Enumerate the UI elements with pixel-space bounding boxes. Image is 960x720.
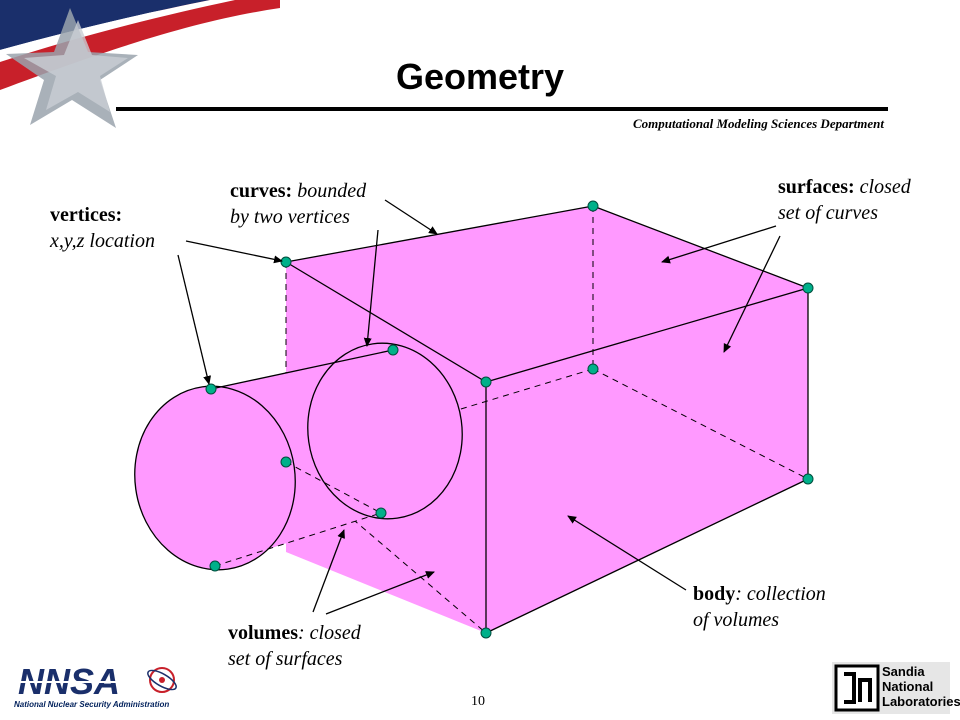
label-volumes-desc2: set of surfaces [228, 648, 343, 670]
department-name: Computational Modeling Sciences Departme… [633, 116, 884, 131]
title-divider [116, 107, 888, 111]
leader-arrows [177, 199, 781, 615]
label-body-term: body [693, 583, 736, 605]
vertex-dot [209, 560, 221, 572]
sandia-line-2: National [882, 679, 934, 694]
vertex-dot [205, 383, 217, 395]
label-curves: curves: bounded by two vertices [230, 178, 366, 230]
label-volumes-desc1: : closed [298, 622, 361, 644]
vertex-dot [587, 363, 599, 375]
vertex-dot [802, 282, 814, 294]
vertex-dot [480, 627, 492, 639]
label-curves-desc1: bounded [292, 180, 367, 202]
label-body: body: collection of volumes [693, 581, 826, 633]
sandia-line-1: Sandia [882, 664, 925, 679]
visible-edges [285, 205, 809, 634]
label-vertices: vertices: x,y,z location [50, 202, 155, 254]
label-surfaces-term: surfaces: [778, 176, 855, 198]
label-vertices-desc2: x,y,z location [50, 230, 155, 252]
vertex-points [205, 200, 814, 639]
label-curves-term: curves: [230, 180, 293, 202]
box-body [286, 206, 808, 633]
nnsa-caption: National Nuclear Security Administration [14, 700, 170, 709]
label-volumes-term: volumes [228, 622, 298, 644]
label-curves-desc2: by two vertices [230, 206, 350, 228]
label-surfaces: surfaces: closed set of curves [778, 174, 911, 226]
label-surfaces-desc1: closed [854, 176, 911, 198]
vertex-dot [802, 473, 814, 485]
page-title: Geometry [395, 56, 565, 97]
sandia-text: Sandia National Laboratories [882, 664, 960, 709]
label-body-desc1: : collection [735, 583, 826, 605]
label-body-desc2: of volumes [693, 609, 780, 631]
vertex-dot [587, 200, 599, 212]
vertex-dot [375, 507, 387, 519]
sandia-logo [832, 662, 950, 714]
cylinder [134, 342, 463, 571]
vertex-dot [280, 256, 292, 268]
vertex-dot [280, 456, 292, 468]
nnsa-logo: NNSA [14, 661, 177, 702]
vertex-dot [387, 344, 399, 356]
label-vertices-term: vertices: [50, 204, 123, 226]
sandia-line-3: Laboratories [882, 694, 960, 709]
header-flag-star-graphic [0, 0, 280, 128]
vertex-dot [480, 376, 492, 388]
page-number: 10 [471, 694, 485, 709]
label-surfaces-desc2: set of curves [778, 202, 878, 224]
label-volumes: volumes: closed set of surfaces [228, 620, 361, 672]
